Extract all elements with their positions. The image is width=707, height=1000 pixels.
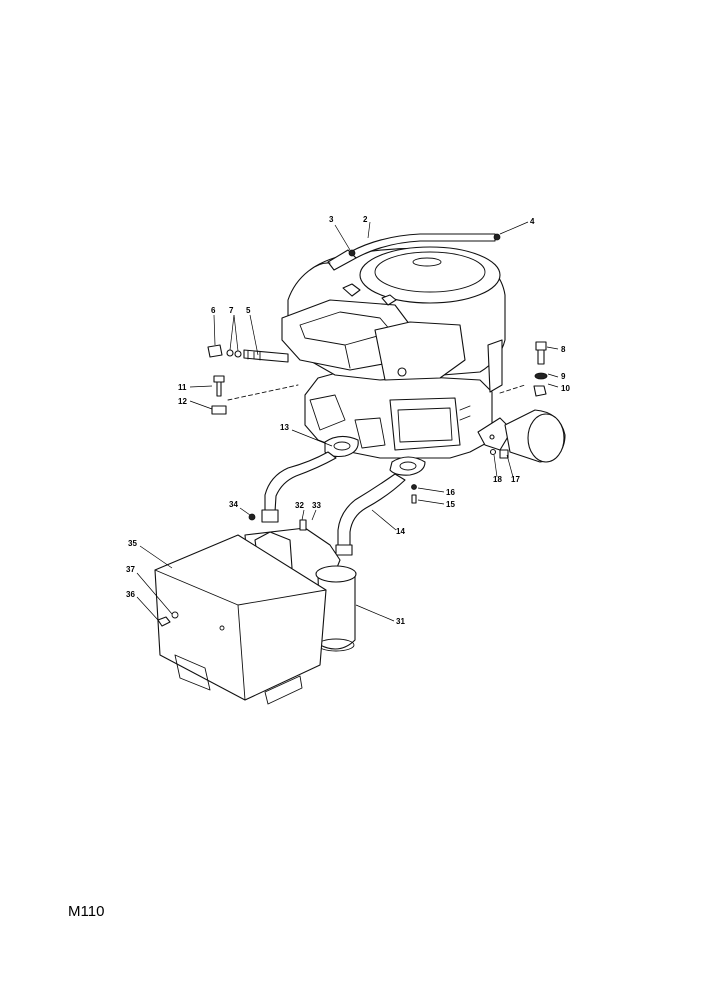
callout-18: 18 <box>493 475 502 484</box>
exhaust-pipe-13 <box>261 435 359 523</box>
callout-9: 9 <box>561 372 566 381</box>
callout-5: 5 <box>246 306 251 315</box>
callout-37: 37 <box>126 565 135 574</box>
engine <box>281 246 506 459</box>
callout-labels: 2 3 4 5 6 7 8 9 10 11 12 13 14 15 16 17 … <box>126 215 570 626</box>
callout-35: 35 <box>128 539 137 548</box>
callout-16: 16 <box>446 488 455 497</box>
callout-2: 2 <box>363 215 368 224</box>
bolt-washer-nut-group <box>499 341 548 397</box>
callout-33: 33 <box>312 501 321 510</box>
callout-36: 36 <box>126 590 135 599</box>
exhaust-pipe-14 <box>335 456 426 556</box>
callout-32: 32 <box>295 501 304 510</box>
callout-11: 11 <box>178 383 187 392</box>
callout-4: 4 <box>530 217 535 226</box>
callout-34: 34 <box>229 500 238 509</box>
fuel-hose <box>309 233 501 271</box>
heat-shield <box>154 534 327 705</box>
callout-13: 13 <box>280 423 289 432</box>
callout-6: 6 <box>211 306 216 315</box>
callout-14: 14 <box>396 527 405 536</box>
callout-15: 15 <box>446 500 455 509</box>
bolt-nut-11-12 <box>211 375 299 415</box>
oil-filter <box>477 409 566 463</box>
callout-12: 12 <box>178 397 187 406</box>
callout-7: 7 <box>229 306 234 315</box>
stud-nut-washers <box>207 344 289 363</box>
page-code: M110 <box>68 903 105 920</box>
callout-3: 3 <box>329 215 334 224</box>
leader-lines <box>136 221 559 622</box>
callout-10: 10 <box>561 384 570 393</box>
callout-17: 17 <box>511 475 520 484</box>
callout-31: 31 <box>396 617 405 626</box>
callout-8: 8 <box>561 345 566 354</box>
